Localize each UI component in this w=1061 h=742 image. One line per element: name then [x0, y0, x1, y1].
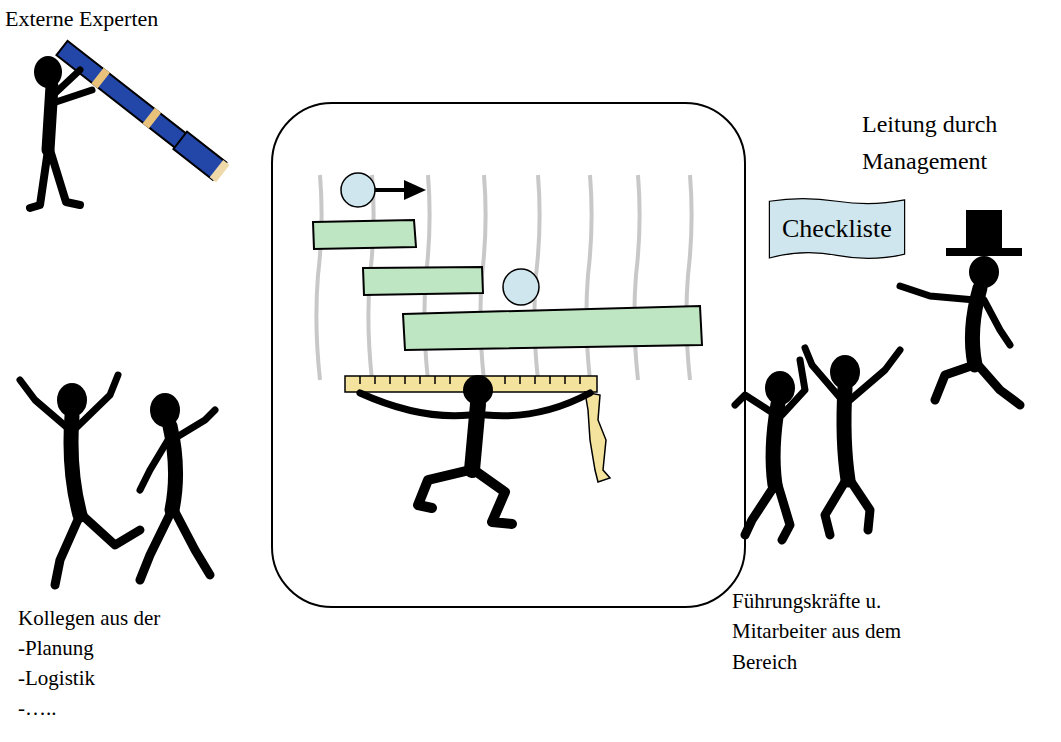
sheet-text: Checkliste: [782, 214, 892, 244]
frame: [272, 103, 745, 607]
caption-label: -Planung: [18, 634, 94, 662]
checklist-sheet: Checkliste: [768, 196, 906, 262]
expert-figure: [30, 39, 230, 208]
caption-label: Externe Experten: [5, 4, 158, 34]
caption-label: -Logistik: [18, 664, 95, 692]
gantt-chart: [313, 173, 702, 350]
caption-label: Leitung durch Management: [862, 106, 1058, 180]
manager-figure: [900, 210, 1022, 405]
caption-label: Führungskräfte u. Mitarbeiter aus dem Be…: [732, 586, 962, 677]
tape-carrier: [345, 375, 610, 524]
colleague-figures: [20, 375, 215, 585]
employee-figures: [735, 348, 900, 540]
caption-label: Kollegen aus der: [18, 604, 160, 632]
caption-label: -…..: [18, 694, 57, 722]
